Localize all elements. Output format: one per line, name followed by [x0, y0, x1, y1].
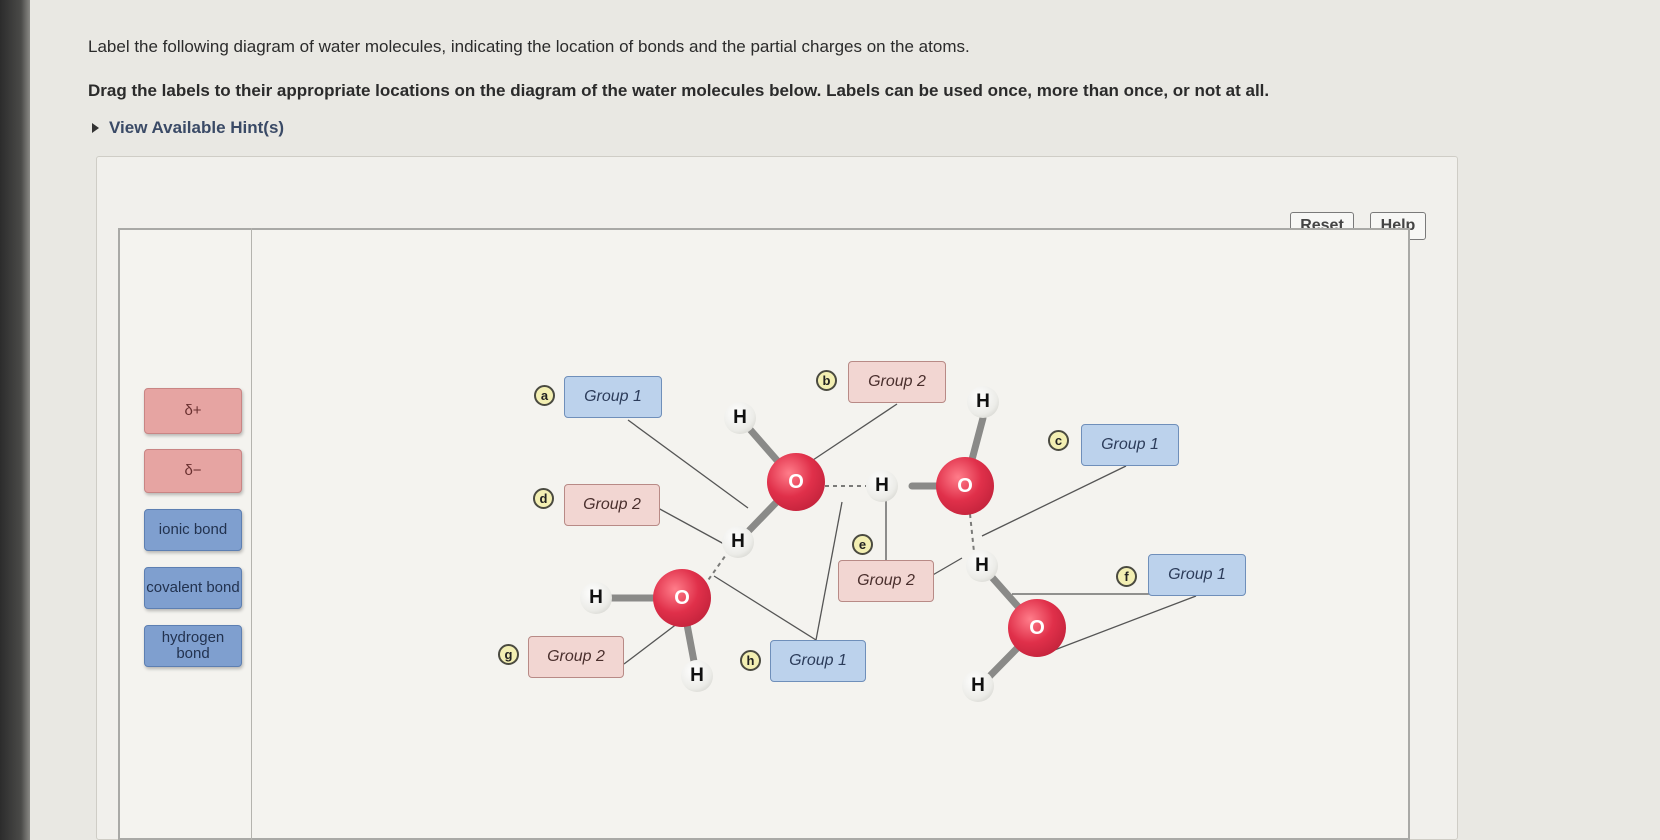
instruction-text: Label the following diagram of water mol… — [88, 37, 970, 56]
label-ionic-bond[interactable]: ionic bond — [144, 509, 242, 551]
target-marker-e: e — [852, 534, 873, 555]
target-marker-a: a — [534, 385, 555, 406]
drop-target-a[interactable]: Group 1 — [564, 376, 662, 418]
oxygen-atom: O — [1008, 599, 1066, 657]
hydrogen-atom: H — [966, 550, 998, 582]
hydrogen-atom: H — [681, 660, 713, 692]
drop-target-g[interactable]: Group 2 — [528, 636, 624, 678]
expand-triangle-icon — [92, 123, 99, 133]
target-marker-b: b — [816, 370, 837, 391]
label-palette — [118, 228, 252, 840]
label-hydrogen-bond[interactable]: hydrogen bond — [144, 625, 242, 667]
hbond-dash — [969, 513, 975, 553]
drop-target-h[interactable]: Group 1 — [770, 640, 866, 682]
hint-link-label: View Available Hint(s) — [109, 118, 285, 137]
label-delta-minus[interactable]: δ− — [144, 449, 242, 493]
labeling-work-area — [118, 228, 1410, 840]
leader-line — [627, 419, 749, 509]
target-marker-f: f — [1116, 566, 1137, 587]
drop-target-b[interactable]: Group 2 — [848, 361, 946, 403]
hydrogen-atom: H — [962, 670, 994, 702]
drop-target-c[interactable]: Group 1 — [1081, 424, 1179, 466]
target-marker-c: c — [1048, 430, 1069, 451]
drag-instruction-text: Drag the labels to their appropriate loc… — [88, 81, 1270, 100]
oxygen-atom: O — [653, 569, 711, 627]
drop-target-e[interactable]: Group 2 — [838, 560, 934, 602]
drop-target-f[interactable]: Group 1 — [1148, 554, 1246, 596]
target-marker-h: h — [740, 650, 761, 671]
leader-line — [815, 501, 843, 641]
leader-line — [713, 575, 817, 641]
view-hints-link[interactable]: View Available Hint(s) — [92, 118, 284, 138]
leader-line — [657, 507, 725, 545]
screen-bezel — [0, 0, 30, 840]
hydrogen-bond-dashes — [703, 485, 975, 587]
hydrogen-atom: H — [967, 386, 999, 418]
hydrogen-atom: H — [722, 526, 754, 558]
leader-line — [930, 557, 963, 577]
leader-line — [1043, 595, 1197, 655]
hydrogen-atom: H — [580, 582, 612, 614]
leader-lines — [623, 403, 1197, 665]
hydrogen-atom: H — [724, 402, 756, 434]
hbond-dash — [703, 551, 729, 587]
hydrogen-atom: H — [866, 470, 898, 502]
target-marker-g: g — [498, 644, 519, 665]
oxygen-atom: O — [936, 457, 994, 515]
drop-target-d[interactable]: Group 2 — [564, 484, 660, 526]
label-covalent-bond[interactable]: covalent bond — [144, 567, 242, 609]
target-marker-d: d — [533, 488, 554, 509]
label-delta-plus[interactable]: δ+ — [144, 388, 242, 434]
oxygen-atom: O — [767, 453, 825, 511]
leader-line — [623, 619, 683, 665]
leader-line — [809, 403, 898, 463]
leader-line — [981, 465, 1127, 537]
